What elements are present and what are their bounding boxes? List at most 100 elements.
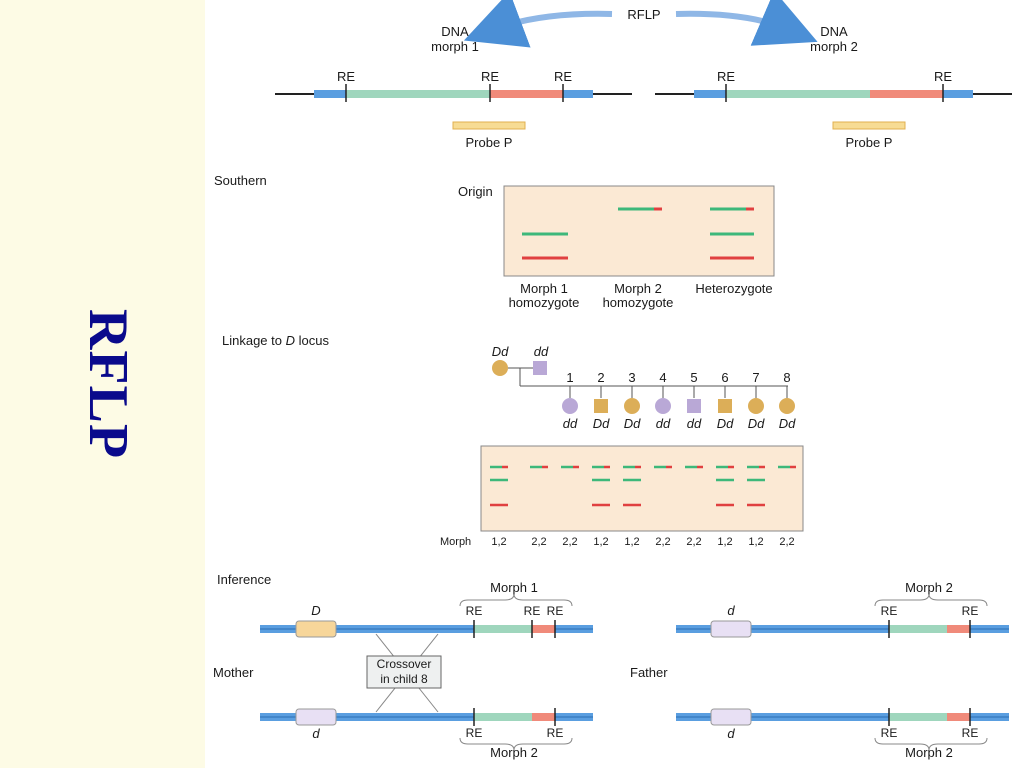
child-number: 7	[752, 370, 759, 385]
crossover: Crossover in child 8	[366, 633, 442, 713]
child-symbol	[624, 398, 640, 414]
arrow-right-icon	[675, 0, 818, 46]
mother-symbol	[492, 360, 508, 376]
gel-morph-label: 2,2	[686, 536, 701, 548]
child-genotype: Dd	[748, 416, 765, 431]
child-symbol	[718, 399, 732, 413]
svg-text:d: d	[727, 603, 735, 618]
svg-text:Morph 2: Morph 2	[614, 281, 662, 296]
inference-label: Inference	[217, 572, 271, 587]
parent-genotype-father: dd	[534, 344, 549, 359]
re-label: RE	[554, 69, 572, 84]
svg-text:RE: RE	[547, 726, 564, 740]
gel-morph-label: 1,2	[748, 536, 763, 548]
origin-label: Origin	[458, 184, 493, 199]
gel-bands	[490, 465, 796, 507]
gel-morph-label: 1,2	[624, 536, 639, 548]
linkage-label: Linkage to D locus	[222, 333, 329, 348]
linkage-section: Linkage to D locus Dd dd 1dd2Dd3Dd4dd5dd…	[222, 333, 804, 548]
svg-text:homozygote: homozygote	[603, 295, 674, 310]
svg-text:RE: RE	[466, 604, 483, 618]
dna-morph1-label-line2: morph 1	[431, 39, 479, 54]
re-label: RE	[934, 69, 952, 84]
southern-label: Southern	[214, 173, 267, 188]
rflp-header: RFLP DNA morph 1 DNA morph 2	[431, 0, 858, 54]
re-label: RE	[337, 69, 355, 84]
child-symbol	[655, 398, 671, 414]
gel-morph-label: 2,2	[779, 536, 794, 548]
svg-text:RE: RE	[962, 604, 979, 618]
diagram-svg: RFLP DNA morph 1 DNA morph 2 RE RE RE Pr…	[213, 0, 1012, 760]
gel-morph-label: 1,2	[593, 536, 608, 548]
linkage-gel	[480, 445, 804, 532]
child-symbol	[594, 399, 608, 413]
gel-morph-label: 1,2	[491, 536, 506, 548]
child-genotype: dd	[656, 416, 671, 431]
mother-label: Mother	[213, 665, 254, 680]
probe-p	[832, 121, 906, 130]
re-label: RE	[481, 69, 499, 84]
dna-morph2: RE RE Probe P	[655, 69, 1012, 150]
child-number: 3	[628, 370, 635, 385]
morph1-label: Morph 1	[490, 580, 538, 595]
probe-label: Probe P	[846, 135, 893, 150]
child-number: 8	[783, 370, 790, 385]
dna-morph1: RE RE RE Probe P	[275, 69, 632, 150]
svg-text:RE: RE	[881, 604, 898, 618]
rflp-diagram: RFLP DNA morph 1 DNA morph 2 RE RE RE Pr…	[205, 0, 1024, 768]
child-genotype: Dd	[593, 416, 610, 431]
gel-morph-label: 2,2	[655, 536, 670, 548]
child-genotype: dd	[563, 416, 578, 431]
gene-small-d	[295, 708, 337, 726]
child-number: 2	[597, 370, 604, 385]
child-number: 1	[566, 370, 573, 385]
svg-text:Crossover: Crossover	[377, 657, 432, 671]
parent-genotype-mother: Dd	[492, 344, 509, 359]
father-chromosome-upper: d RE RE Morph 2	[676, 580, 1009, 638]
arrow-left-icon	[463, 0, 613, 48]
child-genotype: Dd	[717, 416, 734, 431]
southern-section: Southern Origin Morph 1 homozygote Morph…	[214, 173, 775, 310]
morph-row-label: Morph	[440, 536, 471, 548]
sidebar: RFLP	[0, 0, 205, 768]
child-symbol	[687, 399, 701, 413]
svg-text:Morph 1: Morph 1	[520, 281, 568, 296]
children-row: 1 dd 2Dd 3Dd 4 dd 5 dd 6Dd 7Dd 8Dd	[562, 370, 796, 431]
lane-label-heterozygote: Heterozygote	[695, 281, 772, 296]
gene-d-upper	[295, 620, 337, 638]
father-chromosome-lower: d RE RE Morph 2	[676, 708, 1009, 760]
child-symbol	[779, 398, 795, 414]
child-number: 5	[690, 370, 697, 385]
svg-text:RE: RE	[881, 726, 898, 740]
svg-text:d: d	[312, 726, 320, 741]
svg-text:RE: RE	[466, 726, 483, 740]
crossover-box	[366, 655, 442, 689]
re-label: RE	[717, 69, 735, 84]
probe-label: Probe P	[466, 135, 513, 150]
morph2-label: Morph 2	[490, 745, 538, 760]
slide-title: RFLP	[77, 308, 139, 460]
southern-gel	[503, 185, 775, 277]
svg-text:RE: RE	[962, 726, 979, 740]
dna-morph2-label-line1: DNA	[820, 24, 848, 39]
svg-text:Morph 2: Morph 2	[905, 580, 953, 595]
probe-p	[452, 121, 526, 130]
child-genotype: dd	[687, 416, 702, 431]
big-d-label: D	[311, 603, 320, 618]
gel-morph-label: 2,2	[562, 536, 577, 548]
rflp-center-label: RFLP	[627, 7, 660, 22]
svg-text:RE: RE	[524, 604, 541, 618]
child-genotype: Dd	[624, 416, 641, 431]
svg-text:homozygote: homozygote	[509, 295, 580, 310]
father-label: Father	[630, 665, 668, 680]
child-number: 4	[659, 370, 666, 385]
mother-chromosome-upper: D RE RE RE Morph 1	[260, 580, 593, 638]
child-number: 6	[721, 370, 728, 385]
inference-section: Inference Mother Father D RE RE RE Morph…	[213, 572, 1009, 760]
mother-chromosome-lower: d RE RE Morph 2	[260, 708, 593, 760]
gel-morph-label: 2,2	[531, 536, 546, 548]
svg-text:Morph 2: Morph 2	[905, 745, 953, 760]
svg-text:d: d	[727, 726, 735, 741]
child-genotype: Dd	[779, 416, 796, 431]
father-symbol	[533, 361, 547, 375]
